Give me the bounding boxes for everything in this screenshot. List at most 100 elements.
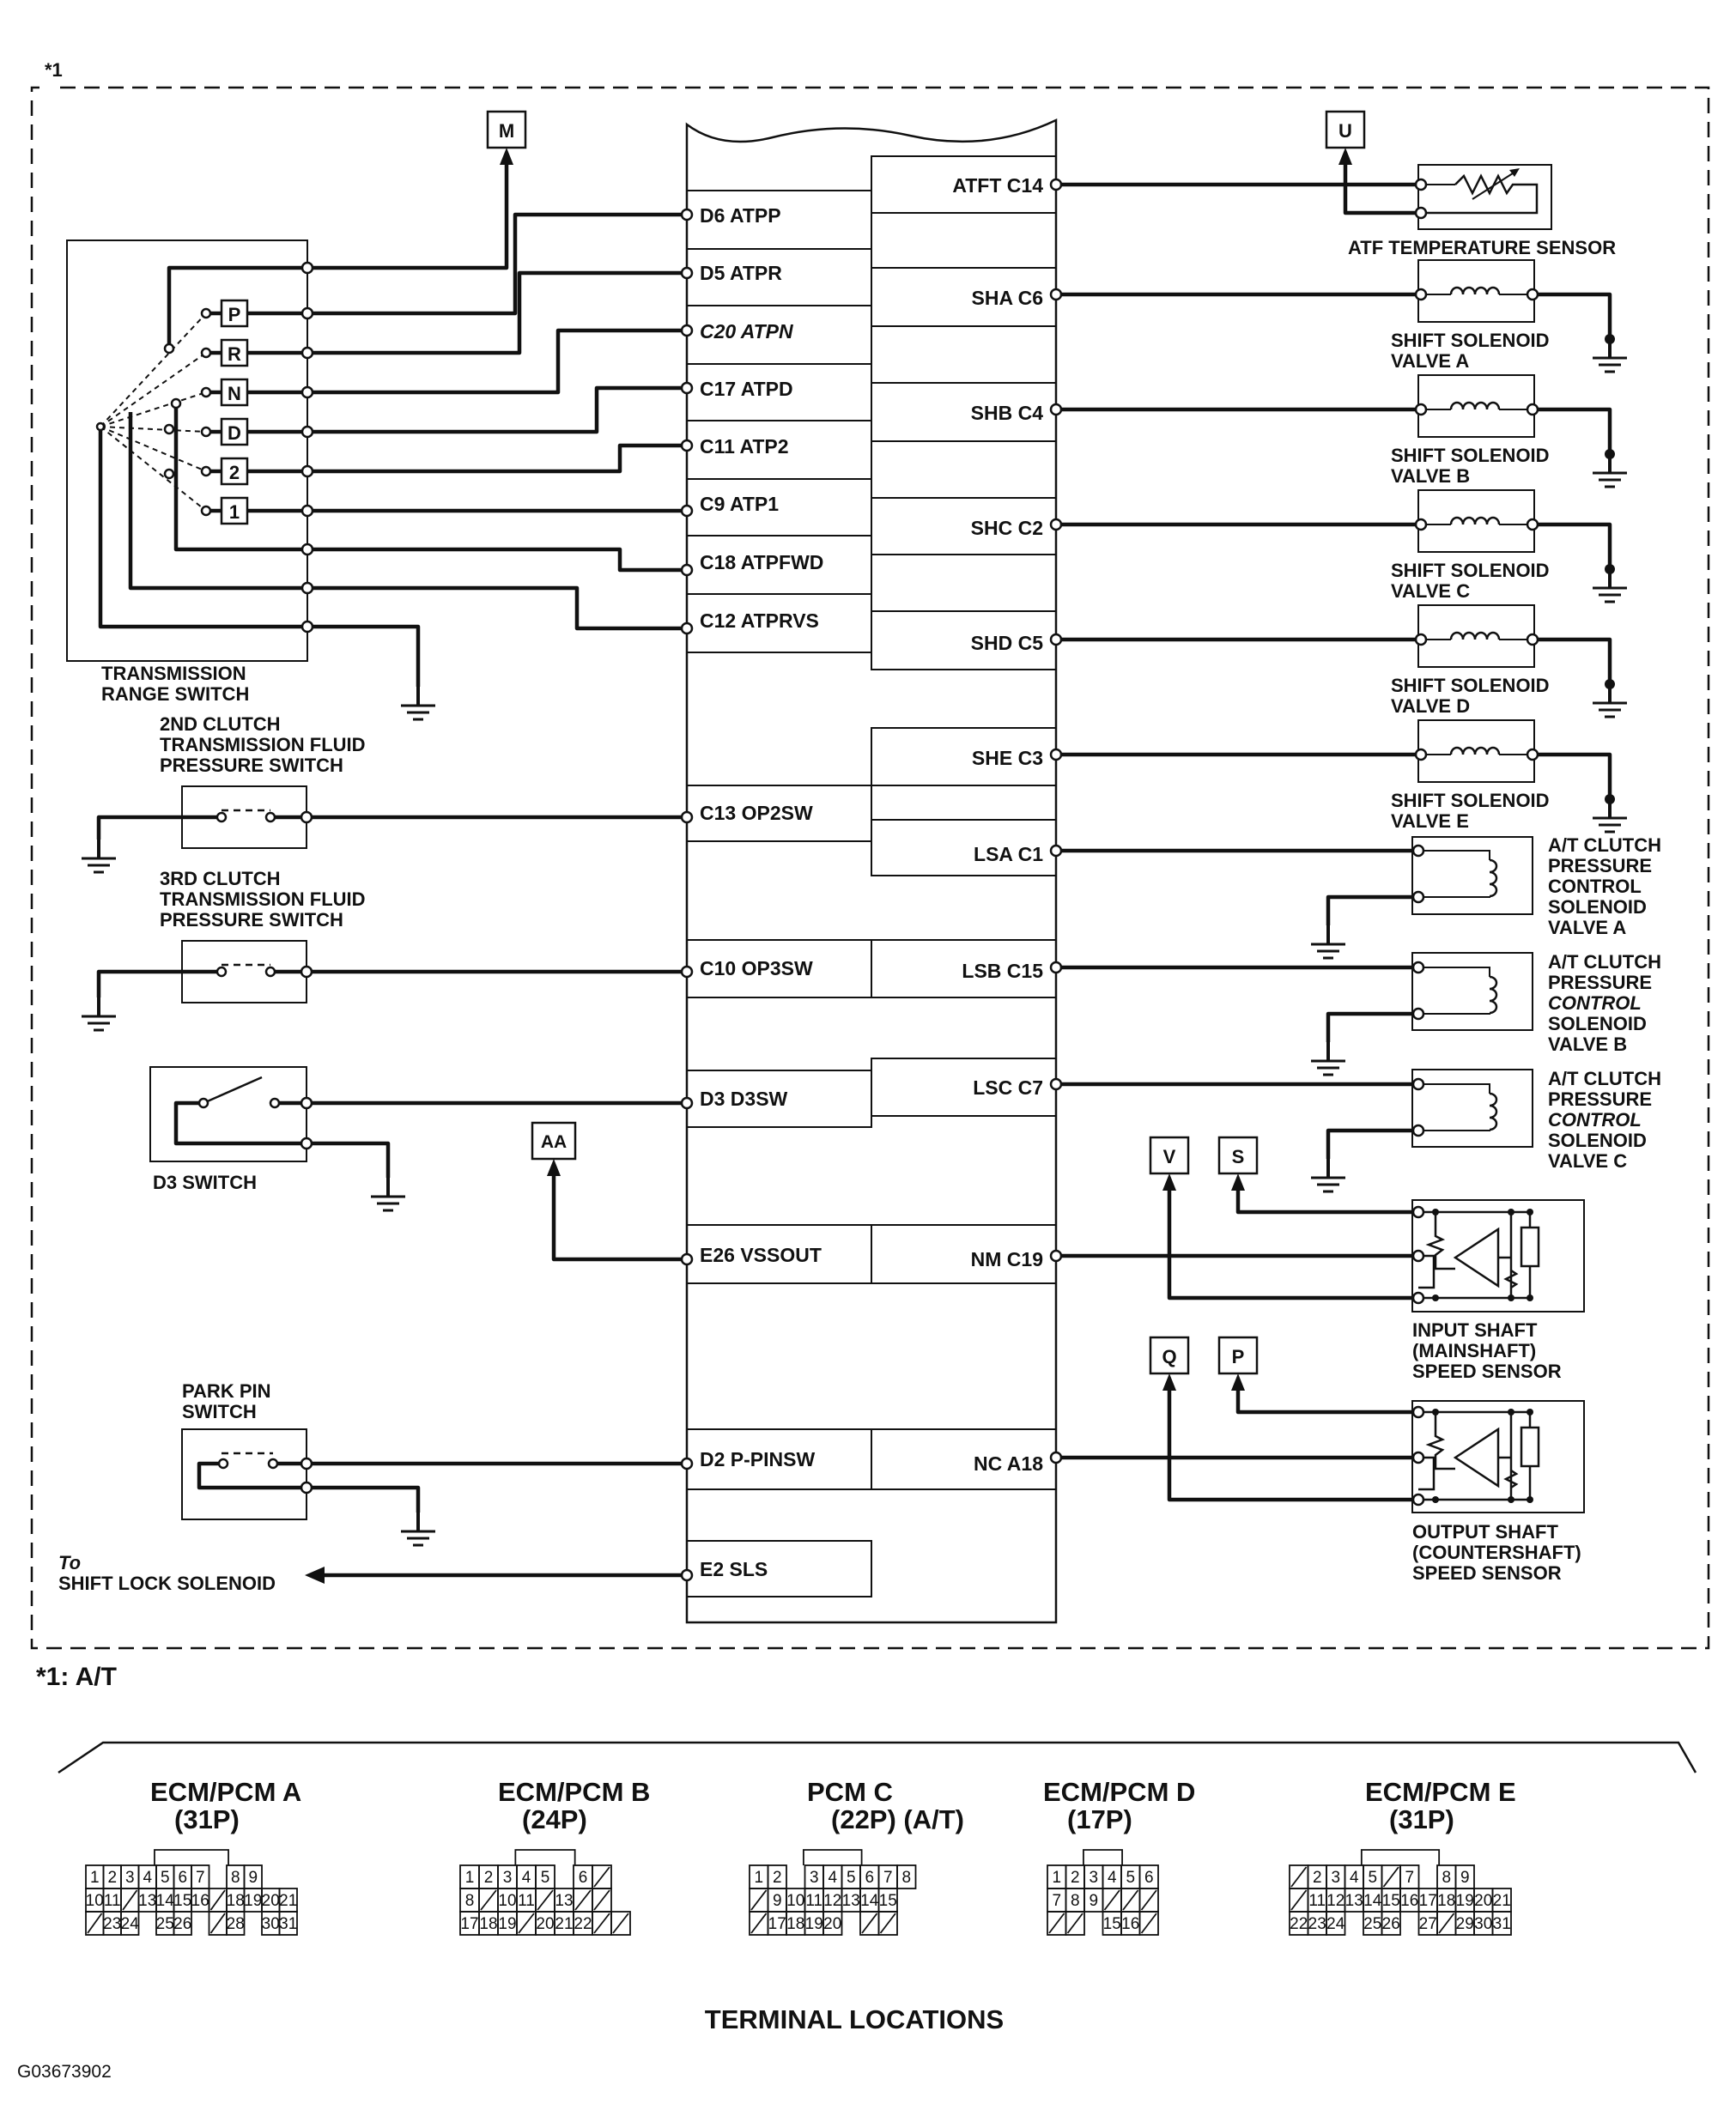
unused-terminal-mark <box>1122 1889 1139 1911</box>
trs-ground-icon <box>399 685 437 721</box>
terminal-cell <box>877 1911 898 1936</box>
terminal-number: 18 <box>1437 1892 1455 1910</box>
shift-solenoid-valve-c: SHIFT SOLENOID VALVE C <box>1049 489 1615 602</box>
terminal-number: 16 <box>191 1892 209 1910</box>
d3-ground-icon <box>369 1176 407 1212</box>
pressure-control-solenoid-c: A/T CLUTCH PRESSURE CONTROL SOLENOID VAL… <box>1049 1068 1661 1172</box>
unused-terminal-mark <box>209 1889 226 1911</box>
terminal-number: 2 <box>1313 1869 1322 1887</box>
trs-wires <box>313 155 687 687</box>
input-shaft-speed-sensor: V S INPUT SHAFT (MAINSHAFT) SPEED SENSOR <box>1049 1136 1585 1382</box>
pin-c6-sha: SHA C6 <box>972 287 1044 309</box>
terminal-number: 22 <box>574 1915 592 1933</box>
unused-terminal-mark <box>1290 1866 1308 1888</box>
terminal-number: 7 <box>196 1869 205 1887</box>
terminal-cell <box>120 1911 140 1936</box>
terminal-number: 7 <box>1052 1892 1061 1910</box>
terminal-number: 21 <box>555 1915 573 1933</box>
note-mark: *1 <box>45 59 63 81</box>
terminal-number: 21 <box>1493 1892 1511 1910</box>
unused-terminal-mark <box>1382 1866 1399 1888</box>
pin-c20-atpn: C20 ATPN <box>700 320 793 343</box>
terminal-number: 2 <box>773 1869 782 1887</box>
terminal-number: 20 <box>262 1892 280 1910</box>
transmission-range-switch: P R N D 2 1 <box>66 239 314 705</box>
terminal-number: 15 <box>879 1892 897 1910</box>
sa-ground-icon <box>1591 337 1629 373</box>
terminal-number: 16 <box>1121 1915 1139 1933</box>
svg-text:SHIFT SOLENOID: SHIFT SOLENOID <box>1391 445 1550 466</box>
terminal-number: 6 <box>178 1869 187 1887</box>
terminal-number: 15 <box>173 1892 191 1910</box>
position-r: R <box>228 343 241 365</box>
park-ground-icon <box>399 1511 437 1547</box>
terminal-number: 9 <box>1460 1869 1470 1887</box>
svg-text:TRANSMISSION FLUID: TRANSMISSION FLUID <box>160 734 366 755</box>
pcm-box <box>685 118 1058 1624</box>
se-ground-icon <box>1591 797 1629 834</box>
terminal-number: 3 <box>1089 1869 1098 1887</box>
svg-text:SHIFT SOLENOID: SHIFT SOLENOID <box>1391 330 1550 351</box>
connector-v-label: V <box>1163 1146 1176 1167</box>
terminal-number: 21 <box>279 1892 297 1910</box>
terminal-number: 9 <box>248 1869 258 1887</box>
terminal-number: 19 <box>498 1915 516 1933</box>
svg-text:PARK PIN: PARK PIN <box>182 1380 271 1402</box>
terminal-number: 2 <box>1071 1869 1080 1887</box>
terminal-number: 4 <box>828 1869 837 1887</box>
unused-terminal-mark <box>87 1913 103 1934</box>
pin-c10-op3sw: C10 OP3SW <box>700 957 813 979</box>
unused-terminal-mark <box>1438 1913 1455 1934</box>
pin-d3-d3sw: D3 D3SW <box>700 1088 788 1110</box>
terminal-number: 17 <box>1419 1892 1437 1910</box>
connector-pin-count: (31P) <box>174 1804 240 1834</box>
pin-d5-atpr: D5 ATPR <box>700 262 782 284</box>
terminal-number: 10 <box>86 1892 104 1910</box>
terminal-cell <box>1138 1911 1159 1936</box>
terminal-number: 1 <box>90 1869 100 1887</box>
terminal-number: 26 <box>1382 1915 1400 1933</box>
terminal-cell <box>1381 1911 1401 1936</box>
terminal-number: 26 <box>173 1915 191 1933</box>
pin-c12-atprvs: C12 ATPRVS <box>700 609 819 632</box>
terminal-number: 25 <box>1363 1915 1381 1933</box>
terminal-number: 4 <box>1108 1869 1117 1887</box>
terminal-number: 8 <box>231 1869 240 1887</box>
connector-pin-count: (31P) <box>1389 1804 1454 1834</box>
terminal-number: 8 <box>1442 1869 1451 1887</box>
terminal-number: 20 <box>1474 1892 1492 1910</box>
footnote: *1: A/T <box>36 1663 117 1691</box>
connector-q-label: Q <box>1162 1346 1176 1367</box>
connector-p-label: P <box>1232 1346 1245 1367</box>
unused-terminal-mark <box>1140 1913 1157 1934</box>
terminal-number: 2 <box>484 1869 494 1887</box>
terminal-number: 10 <box>498 1892 516 1910</box>
pin-c7-lsc: LSC C7 <box>973 1076 1043 1099</box>
svg-text:INPUT SHAFT: INPUT SHAFT <box>1412 1319 1538 1341</box>
terminal-number: 5 <box>541 1869 550 1887</box>
unused-terminal-mark <box>879 1913 896 1934</box>
sb-ground-icon <box>1591 452 1629 488</box>
op2-ground-icon <box>80 838 118 874</box>
pin-c9-atp1: C9 ATP1 <box>700 493 779 515</box>
terminal-cell <box>226 1911 246 1936</box>
terminal-number: 12 <box>1326 1892 1344 1910</box>
terminal-cell <box>1065 1911 1085 1936</box>
terminal-number: 12 <box>823 1892 841 1910</box>
unused-terminal-mark <box>1290 1889 1308 1911</box>
terminal-number: 2 <box>107 1869 117 1887</box>
connector-latch <box>1083 1849 1123 1865</box>
svg-text:OUTPUT SHAFT: OUTPUT SHAFT <box>1412 1521 1558 1543</box>
terminal-cell <box>822 1911 843 1936</box>
shift-solenoid-valve-b: SHIFT SOLENOID VALVE B <box>1049 374 1615 487</box>
svg-text:CONTROL: CONTROL <box>1548 876 1642 897</box>
terminal-number: 13 <box>1345 1892 1363 1910</box>
terminal-number: 31 <box>1493 1915 1511 1933</box>
pin-d6-atpp: D6 ATPP <box>700 204 781 227</box>
svg-text:VALVE A: VALVE A <box>1548 917 1626 938</box>
terminal-number: 6 <box>1144 1869 1154 1887</box>
pin-c1-lsa: LSA C1 <box>974 843 1043 865</box>
unused-terminal-mark <box>1048 1913 1065 1934</box>
